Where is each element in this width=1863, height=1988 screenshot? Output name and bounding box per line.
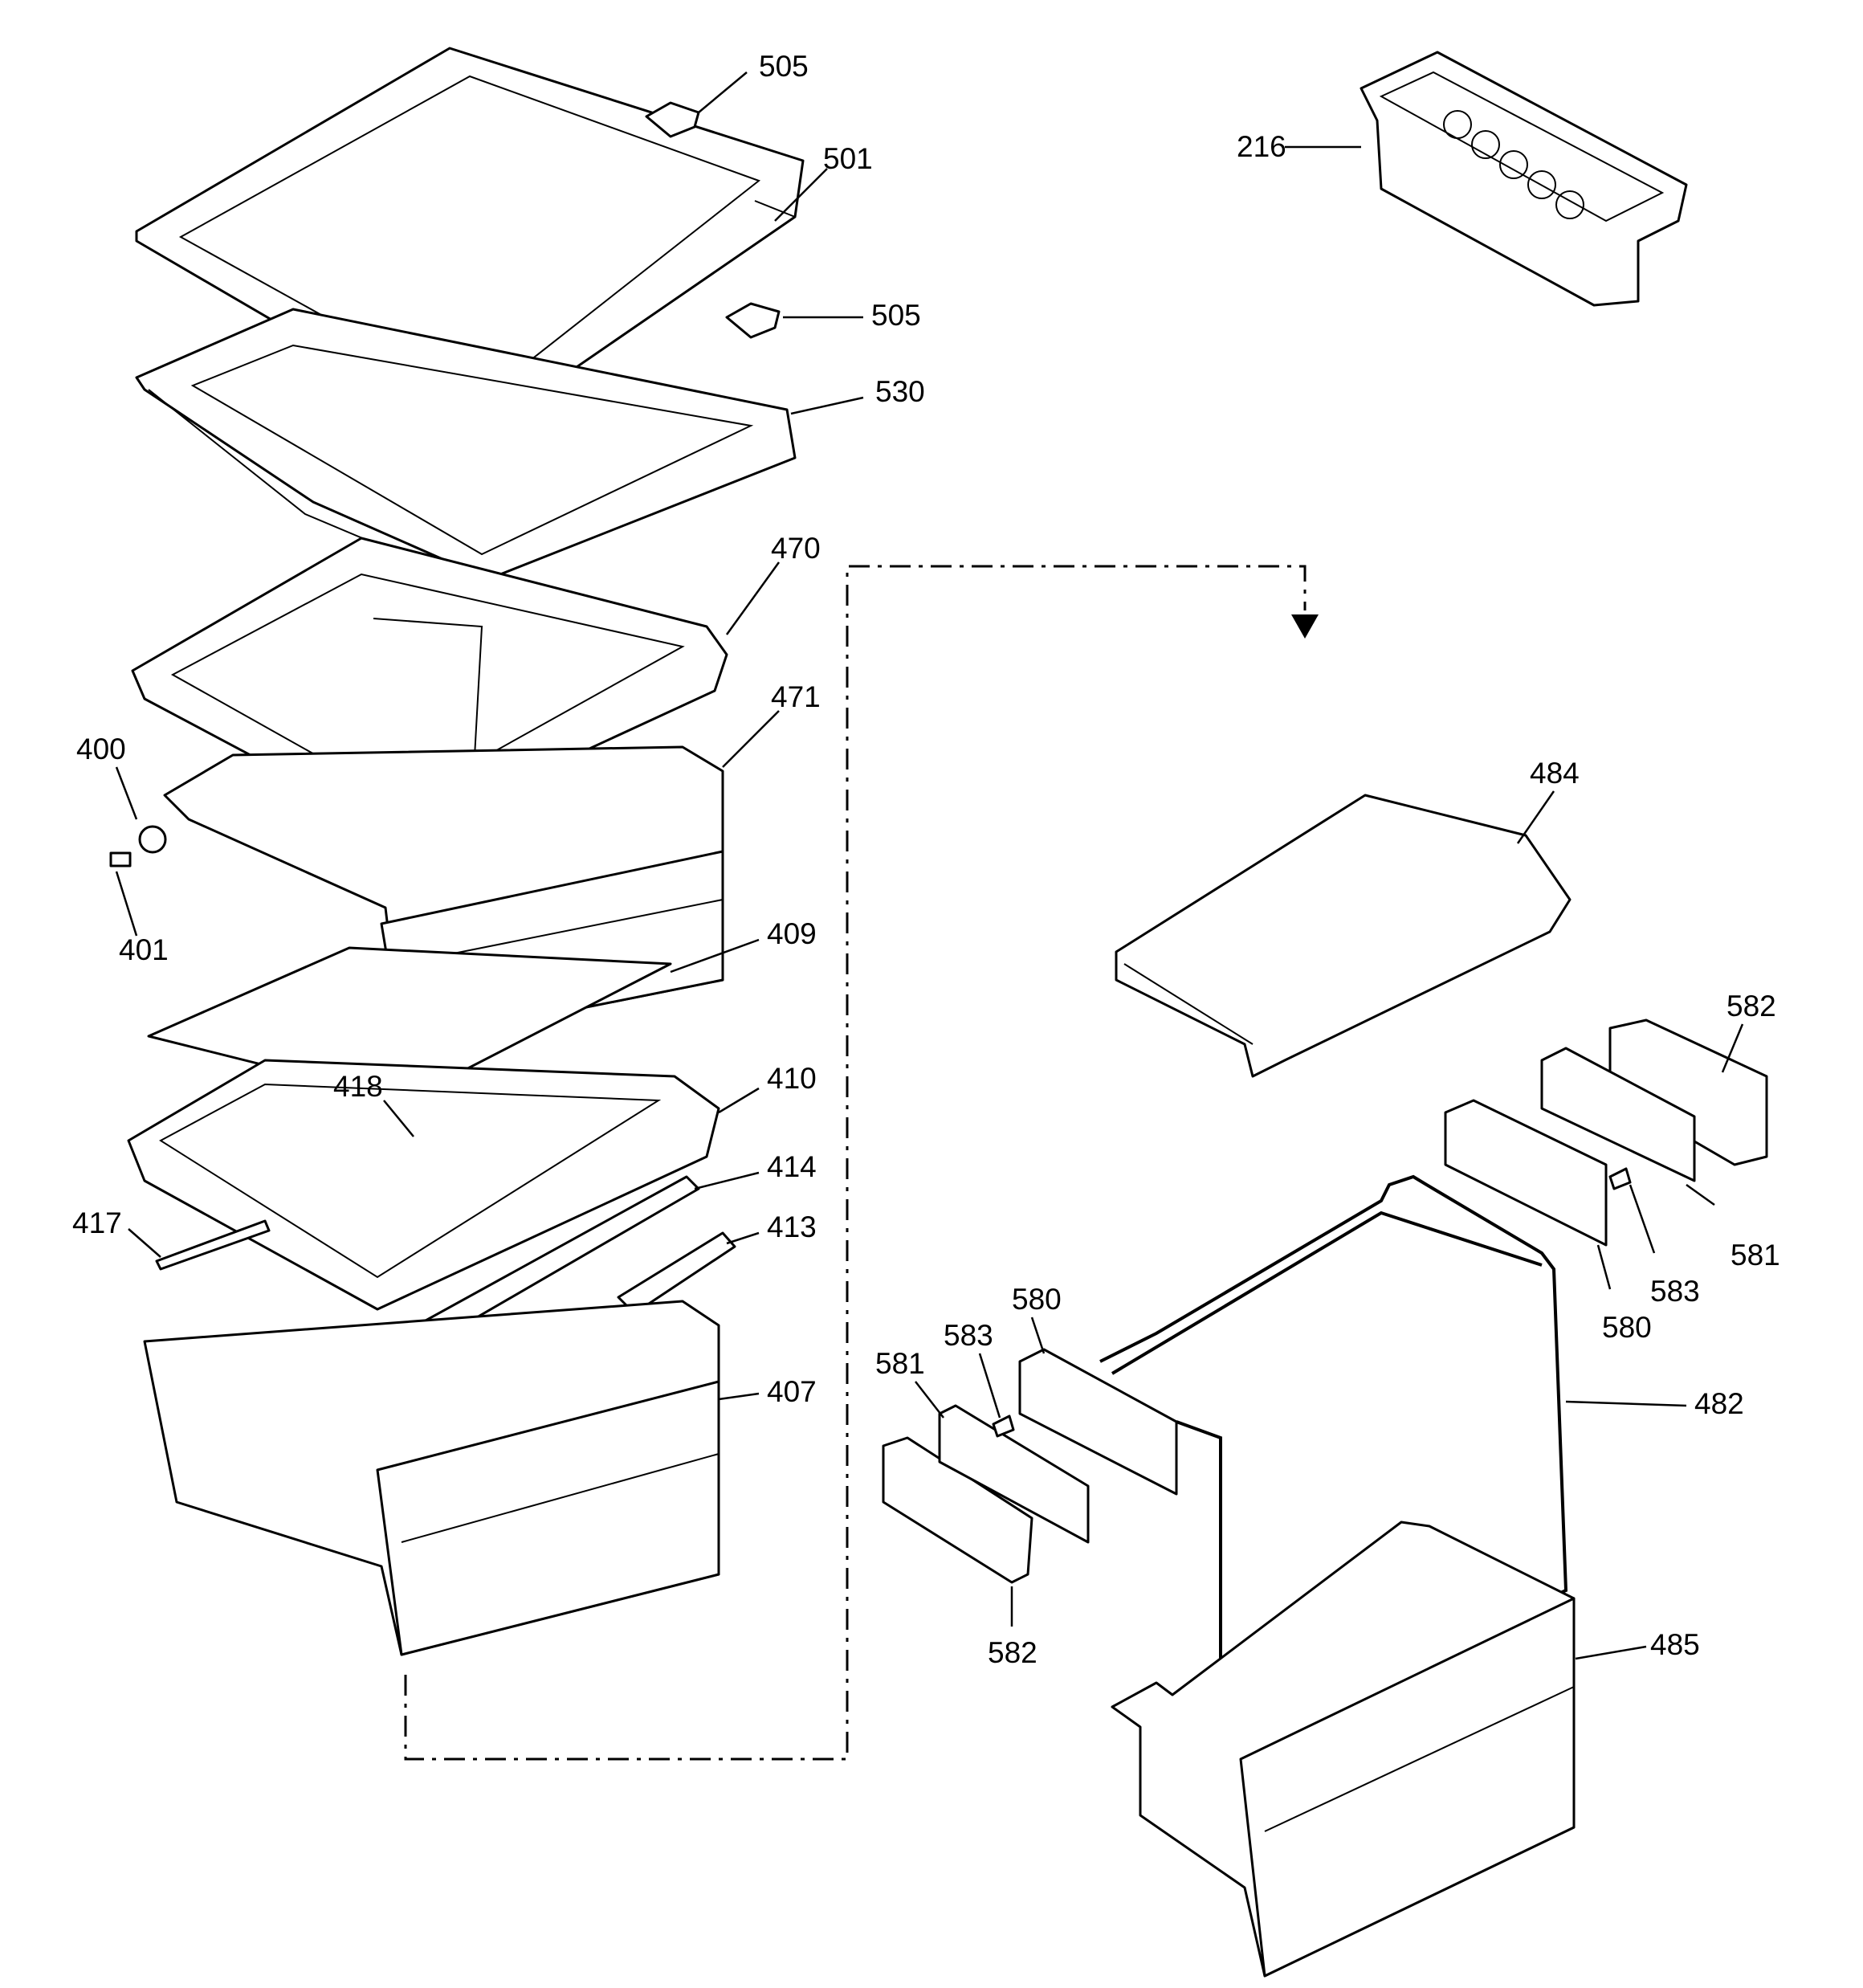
label-581-right: 581 [1731,1239,1780,1272]
cover-484 [1115,794,1572,1078]
clip-505-top [645,101,700,138]
callout-dashline [404,565,1319,1761]
plate-581-right [1540,1047,1696,1182]
label-401: 401 [119,933,169,966]
shelf-frame-530 [135,308,797,588]
bin-216 [1360,51,1688,307]
label-417: 417 [72,1206,122,1239]
label-482: 482 [1694,1387,1744,1420]
label-583-right: 583 [1650,1275,1700,1308]
part-400 [138,825,167,854]
label-580-left: 580 [1012,1283,1062,1316]
leader-lines [115,71,1744,1660]
label-505-top: 505 [759,50,809,83]
label-485: 485 [1650,1628,1700,1661]
label-470: 470 [771,532,821,565]
screw-583-right [1608,1167,1632,1190]
plate-581-left [938,1404,1090,1544]
label-216: 216 [1237,130,1286,163]
bracket-580-right [1444,1099,1608,1247]
screw-583-left [992,1414,1015,1438]
label-581-left: 581 [875,1347,925,1380]
label-407: 407 [767,1375,817,1408]
drawer-407 [143,1300,720,1656]
label-409: 409 [767,917,817,950]
label-418: 418 [333,1070,383,1103]
label-414: 414 [767,1150,817,1183]
label-582-right: 582 [1726,990,1776,1023]
label-530: 530 [875,375,925,408]
part-401 [109,851,132,867]
label-413: 413 [767,1210,817,1243]
label-583-left: 583 [944,1319,993,1352]
part-labels: 505 501 505 530 470 471 400 401 409 418 … [72,50,1780,1669]
label-400: 400 [76,733,126,765]
rod-417 [155,1219,271,1271]
label-471: 471 [771,680,821,713]
label-501: 501 [823,142,873,175]
frame-410 [127,1059,720,1311]
label-582-left: 582 [988,1636,1037,1669]
label-580-right: 580 [1602,1311,1652,1344]
label-410: 410 [767,1062,817,1095]
clip-505-right [725,302,781,339]
label-505-right: 505 [871,299,921,332]
bin-485 [1111,1521,1576,1978]
bracket-580-left [1018,1348,1178,1496]
block-582-left [882,1436,1033,1584]
label-484: 484 [1530,757,1580,790]
